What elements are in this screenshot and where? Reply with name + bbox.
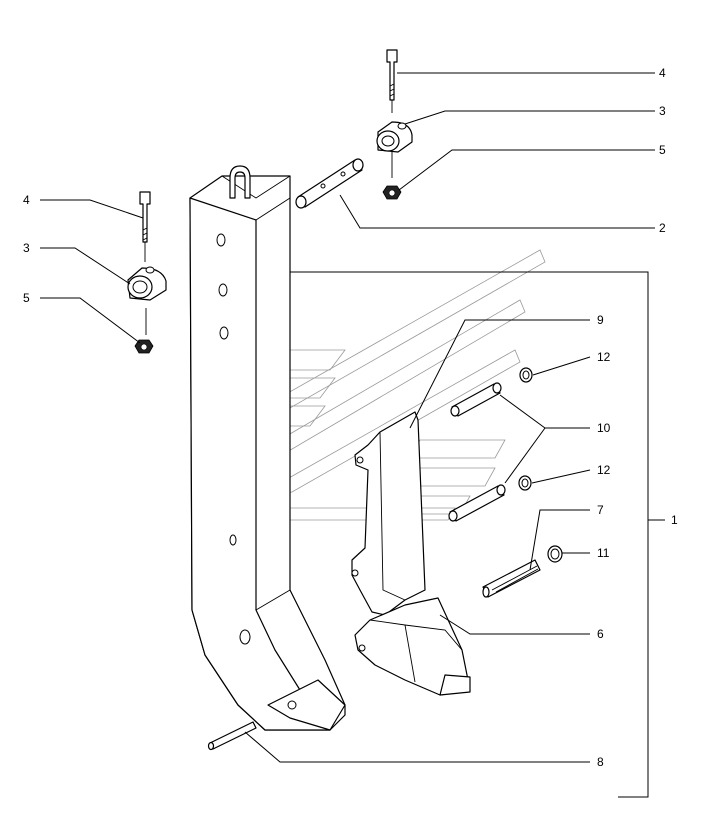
shin-guard [351,411,426,616]
shank-hole [218,283,228,297]
callout-4-top: 4 [659,66,666,80]
shank-hole [229,534,237,546]
retaining-ring-12-upper [519,367,533,383]
roll-pin-8 [207,721,257,751]
shank-tip [267,679,346,731]
callout-3-top: 3 [659,104,666,118]
callout-6: 6 [597,627,604,641]
callout-9: 9 [597,313,604,327]
callout-3-left: 3 [23,241,30,255]
bolt-left [139,191,151,243]
bolt-assembly-top [376,49,413,200]
callout-labels: 4 3 5 2 4 3 5 1 9 12 10 12 7 11 6 8 [23,66,678,769]
retaining-ring-11 [547,545,563,563]
pin-10-lower [448,484,506,522]
shank-hole [219,326,229,340]
bolt-assembly-left [127,191,167,354]
shank-lifting-eye [229,165,251,199]
callout-5-top: 5 [659,143,666,157]
callout-12-top: 12 [597,350,611,364]
shank-hole [216,233,226,247]
point-tip [354,597,471,696]
pin-10-upper [450,382,502,417]
callout-4-left: 4 [23,193,30,207]
callout-12-mid: 12 [597,463,611,477]
leader-lines [40,72,665,798]
retaining-ring-12-lower [518,475,532,491]
pin [295,158,364,209]
shank-hole [239,629,251,645]
shank [189,165,346,731]
callout-10: 10 [597,421,611,435]
callout-1: 1 [671,513,678,527]
callout-5-left: 5 [23,291,30,305]
callout-7: 7 [597,503,604,517]
spring-pin-7 [482,559,541,598]
bolt-top [386,49,398,101]
callout-2: 2 [659,221,666,235]
callout-11: 11 [597,546,610,560]
callout-8: 8 [597,755,604,769]
